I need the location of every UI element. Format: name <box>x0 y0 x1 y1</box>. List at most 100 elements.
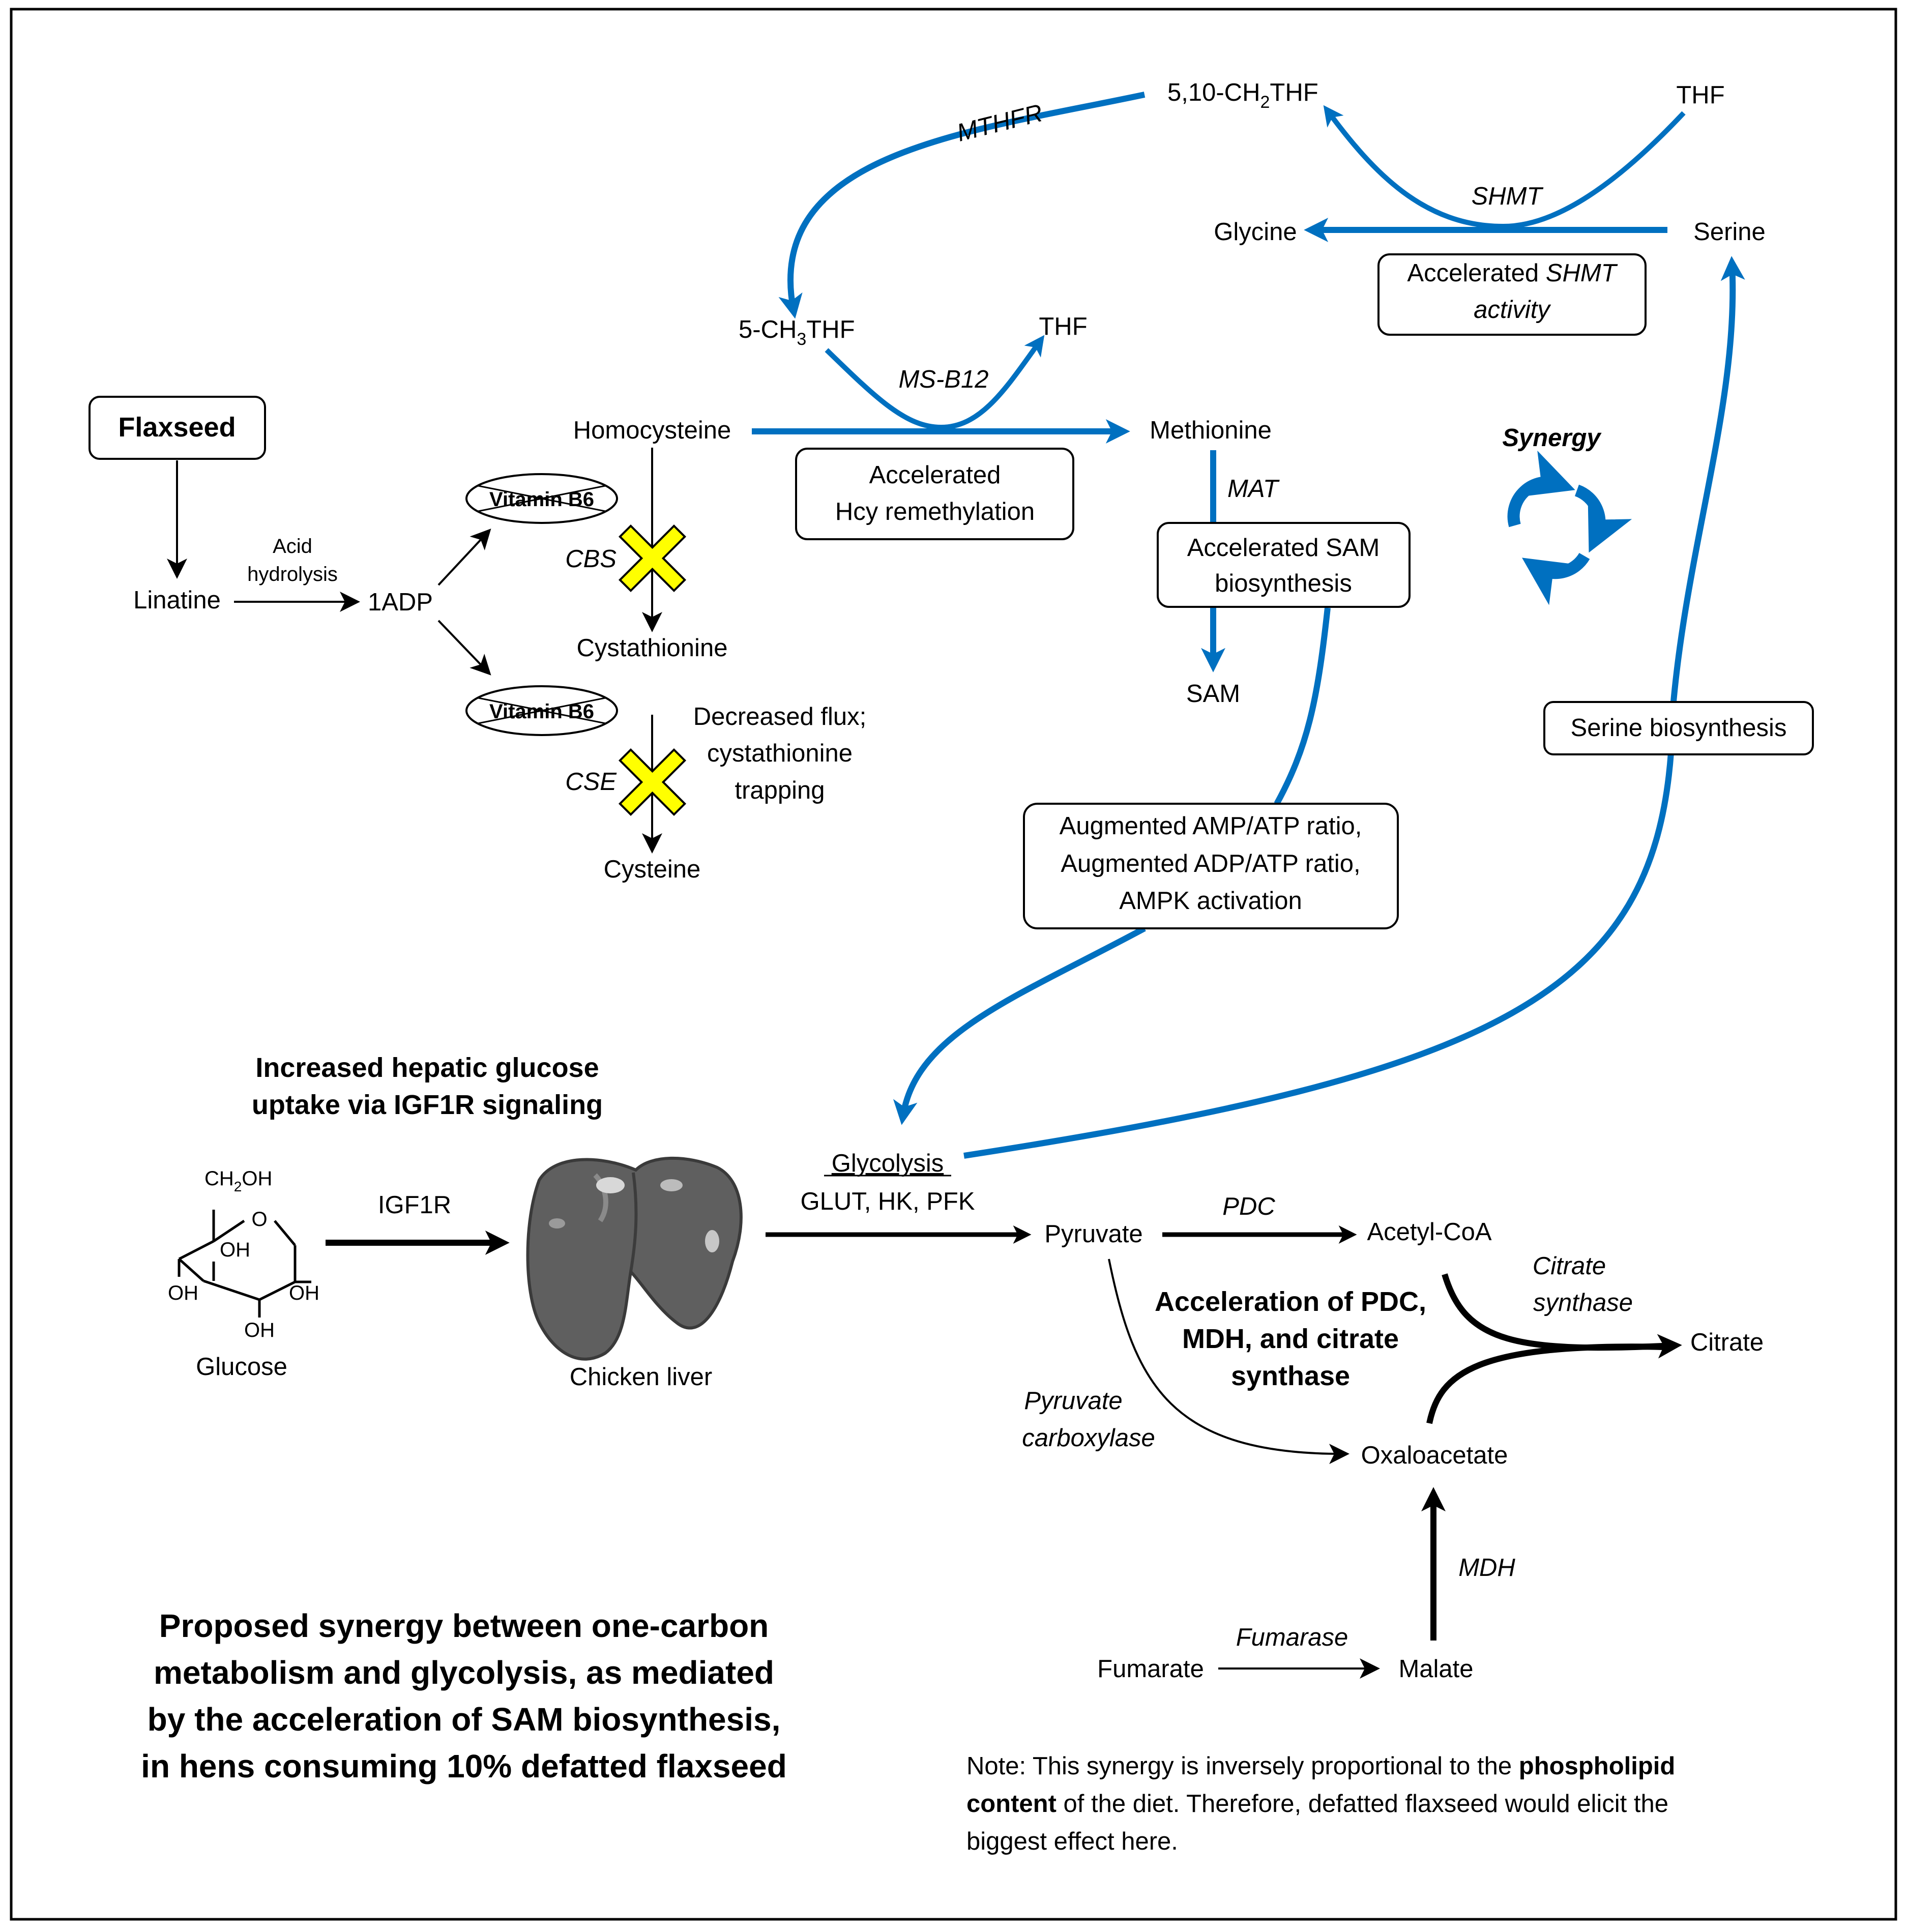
citrate-label: Citrate <box>1690 1329 1764 1356</box>
ampk-box <box>1023 803 1399 929</box>
5-10-ch2thf-label: 5,10-CH2THF <box>1167 79 1318 112</box>
malate-label: Malate <box>1398 1655 1473 1683</box>
pdc-label: PDC <box>1222 1193 1275 1220</box>
acid-label: Acid <box>273 535 312 558</box>
serine-box-to-serine-arrow <box>1668 256 1745 736</box>
pyruvate-label: Pyruvate <box>1044 1220 1142 1248</box>
adp-label: 1ADP <box>368 589 433 616</box>
shmt-box-line2: activity <box>1474 296 1551 324</box>
acetyl-coa-label: Acetyl-CoA <box>1367 1218 1491 1246</box>
figure-title-line2: metabolism and glycolysis, as mediated <box>154 1654 774 1691</box>
hepatic-line1: Increased hepatic glucose <box>255 1052 599 1083</box>
sam-label: SAM <box>1186 680 1240 708</box>
citrate-synthase-line1: Citrate <box>1533 1252 1606 1280</box>
shmt-box-line1: Accelerated SHMT <box>1407 259 1618 287</box>
glucose-oh-label-3: OH <box>289 1282 319 1304</box>
note-line1: Note: This synergy is inversely proporti… <box>966 1752 1675 1780</box>
hcy-box-line2: Hcy remethylation <box>835 498 1035 525</box>
mthfr-label: MTHFR <box>954 99 1045 147</box>
one-carbon-pathways <box>752 92 1745 1159</box>
glucose-oh-label-2: OH <box>168 1282 198 1304</box>
glycolysis-label: Glycolysis <box>832 1150 944 1177</box>
figure-title-line1: Proposed synergy between one-carbon <box>159 1607 769 1644</box>
fumarase-label: Fumarase <box>1236 1624 1348 1651</box>
glycine-label: Glycine <box>1214 218 1297 246</box>
glucose-oh-label-1: OH <box>220 1239 250 1261</box>
citrate-synthase-line2: synthase <box>1533 1289 1633 1316</box>
synergy-label: Synergy <box>1502 424 1602 452</box>
glycolysis-to-serine-box-line <box>963 752 1674 1159</box>
flaxseed-label: Flaxseed <box>118 412 236 443</box>
ms-b12-arrow <box>825 335 1045 430</box>
glycolysis-arrows <box>326 1225 1682 1679</box>
shmt-label: SHMT <box>1472 183 1544 210</box>
igf1r-label: IGF1R <box>378 1191 451 1219</box>
glucose-structure-icon <box>178 1210 311 1318</box>
mthfr-arc <box>778 92 1146 319</box>
glut-hk-pfk-label: GLUT, HK, PFK <box>800 1188 975 1215</box>
mat-label: MAT <box>1227 475 1280 503</box>
thf-top-label: THF <box>1676 81 1724 109</box>
amp-to-glycolysis-arrow <box>893 925 1146 1125</box>
vitamin-b6-oval-top <box>465 473 618 524</box>
amp-box-line1: Augmented AMP/ATP ratio, <box>1060 812 1362 840</box>
serine-box-label: Serine biosynthesis <box>1571 714 1787 742</box>
serine-label: Serine <box>1693 218 1766 246</box>
figure-frame <box>10 8 1897 1921</box>
hcy-box-line1: Accelerated <box>869 461 1001 489</box>
hcy-remethylation-box <box>795 448 1074 540</box>
cysteine-label: Cysteine <box>604 856 701 883</box>
oxaloacetate-label: Oxaloacetate <box>1361 1442 1508 1469</box>
accel-pdc-line2: MDH, and citrate <box>1182 1324 1399 1354</box>
hydrolysis-label: hydrolysis <box>247 563 338 586</box>
fumarate-label: Fumarate <box>1097 1655 1204 1683</box>
transsulfuration-arrows <box>167 448 662 854</box>
glucose-o-label: O <box>251 1208 267 1231</box>
decreased-flux-line3: trapping <box>735 777 825 804</box>
hepatic-line2: uptake via IGF1R signaling <box>252 1090 603 1120</box>
glucose-label: Glucose <box>196 1353 287 1381</box>
cse-label: CSE <box>565 768 617 796</box>
sam-box-line2: biosynthesis <box>1215 570 1352 597</box>
pyruvate-carboxylase-line1: Pyruvate <box>1024 1387 1122 1415</box>
accel-pdc-line1: Acceleration of PDC, <box>1155 1286 1426 1317</box>
note-line2: content of the diet. Therefore, defatted… <box>966 1790 1668 1818</box>
figure-title-line4: in hens consuming 10% defatted flaxseed <box>141 1748 787 1784</box>
amp-box-line2: Augmented ADP/ATP ratio, <box>1061 850 1360 877</box>
vitamin-b6-top-label: Vitamin B6 <box>489 488 594 511</box>
flaxseed-box <box>89 396 266 460</box>
cbs-label: CBS <box>565 545 617 573</box>
vitamin-b6-bottom-label: Vitamin B6 <box>489 700 594 723</box>
glucose-oh-label-4: OH <box>244 1319 275 1341</box>
figure-title-line3: by the acceleration of SAM biosynthesis, <box>148 1701 781 1738</box>
serine-biosynthesis-box <box>1543 701 1814 755</box>
shmt-activity-box <box>1377 253 1647 336</box>
chicken-liver-image <box>526 1156 743 1361</box>
decreased-flux-line1: Decreased flux; <box>693 703 866 730</box>
note-line3: biggest effect here. <box>966 1828 1178 1855</box>
chicken-liver-label: Chicken liver <box>570 1363 712 1391</box>
ms-b12-label: MS-B12 <box>898 366 988 393</box>
accel-pdc-line3: synthase <box>1231 1361 1350 1391</box>
amp-box-line3: AMPK activation <box>1119 887 1302 915</box>
shmt-arrow <box>1323 105 1686 229</box>
synergy-cycle-icon <box>1507 450 1632 605</box>
decreased-flux-line2: cystathionine <box>707 740 853 767</box>
vitamin-b6-oval-bottom <box>465 685 618 736</box>
methionine-label: Methionine <box>1150 417 1272 444</box>
cse-block-icon <box>618 748 687 816</box>
pyruvate-carboxylase-line2: carboxylase <box>1022 1424 1155 1452</box>
sam-to-amp-line <box>1274 607 1331 805</box>
cystathionine-label: Cystathionine <box>577 634 728 662</box>
glucose-ch2oh-label: CH2OH <box>204 1167 272 1194</box>
thf-mid-label: THF <box>1039 313 1087 340</box>
homocysteine-label: Homocysteine <box>573 417 731 444</box>
linatine-label: Linatine <box>133 587 221 614</box>
sam-box-line1: Accelerated SAM <box>1187 534 1380 562</box>
mdh-label: MDH <box>1458 1554 1515 1582</box>
cbs-block-icon <box>618 524 687 593</box>
5-ch3thf-label: 5-CH3THF <box>739 316 855 349</box>
sam-biosynthesis-box <box>1157 522 1411 608</box>
